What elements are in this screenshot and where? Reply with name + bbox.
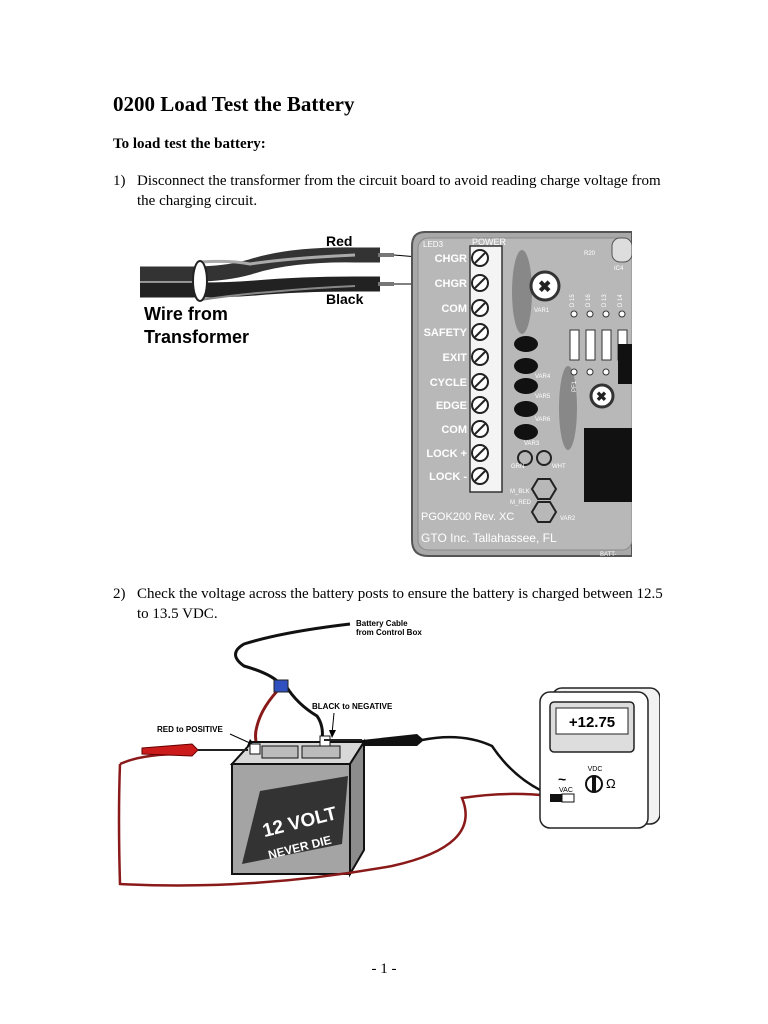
svg-text:VAR4: VAR4 (535, 374, 551, 380)
board-maker-text: GTO Inc. Tallahassee, FL (421, 531, 557, 545)
vac-label: VAC (559, 787, 573, 794)
component-labels: VAR1 D 15 D 16 D 13 D 14 VAR4 VAR5 VAR6 … (510, 251, 624, 558)
positive-terminal (249, 743, 261, 755)
transformer-label: Transformer (144, 327, 249, 347)
svg-text:R20: R20 (584, 251, 596, 257)
vdc-label: VDC (588, 766, 603, 773)
multimeter-reading: +12.75 (569, 714, 615, 731)
black-cable (284, 685, 324, 741)
battery-cable-label: Battery Cable (356, 619, 408, 628)
red-test-lead (117, 763, 551, 887)
red-probe (141, 743, 199, 757)
negative-arrowhead (329, 730, 336, 738)
svg-text:D 14: D 14 (618, 294, 624, 307)
led3-label: LED3 (423, 240, 444, 249)
red-cable (254, 684, 284, 747)
terminal-label: CHGR (435, 253, 467, 265)
control-box-label: from Control Box (356, 628, 422, 637)
step-text: Check the voltage across the battery pos… (137, 586, 663, 622)
wire-from-label: Wire from (144, 304, 228, 324)
transformer-wires (140, 247, 431, 302)
red-wire-label: Red (326, 233, 352, 249)
terminal-label: SAFETY (424, 327, 468, 339)
page-title: 0200 Load Test the Battery (113, 92, 355, 116)
red-positive-label: RED to POSITIVE (157, 725, 223, 734)
terminal-label: COM (441, 303, 467, 315)
svg-text:VAR3: VAR3 (524, 441, 540, 447)
connector (611, 237, 632, 263)
battery-test-figure: Battery Cable from Control Box BLACK to … (117, 619, 660, 887)
multimeter: +12.75 VDC ~ VAC Ω (539, 687, 660, 829)
svg-text:VAR1: VAR1 (534, 308, 550, 314)
step-text: Disconnect the transformer from the circ… (137, 173, 661, 209)
relay (584, 428, 632, 502)
svg-text:VAR6: VAR6 (535, 417, 551, 423)
step-1: 1) Disconnect the transformer from the c… (113, 171, 673, 211)
tilde-symbol: ~ (558, 771, 566, 787)
terminal-label: CHGR (435, 278, 467, 290)
svg-text:M_RED: M_RED (510, 500, 532, 506)
trimmer-pot (589, 383, 615, 409)
dial-pointer (592, 776, 596, 792)
svg-text:BATT-: BATT- (600, 552, 617, 558)
ohm-symbol: Ω (606, 776, 616, 791)
svg-text:D 16: D 16 (586, 294, 592, 307)
wire-post-wht (536, 450, 552, 466)
svg-text:M_BLK: M_BLK (510, 489, 530, 495)
circuit-board: LED3 POWER CHGR CHGR COM SAFETY EXIT CYC… (411, 231, 632, 558)
hex-post (530, 501, 558, 523)
capacitor (559, 366, 577, 450)
varistors (514, 336, 538, 440)
terminal-label: CYCLE (430, 377, 467, 389)
terminal-label: EDGE (436, 400, 467, 412)
svg-text:PF1: PF1 (572, 380, 578, 392)
terminal-label: EXIT (443, 352, 468, 364)
svg-text:GRN: GRN (511, 464, 524, 470)
page-number: - 1 - (371, 961, 397, 977)
terminal-label: LOCK + (426, 448, 467, 460)
step-2: 2) Check the voltage across the battery … (113, 584, 673, 624)
step-number: 2) (113, 586, 126, 602)
section-subheading: To load test the battery: (113, 136, 266, 152)
power-label: POWER (472, 237, 507, 247)
trimmer-x: ✖ (538, 279, 551, 296)
terminal-label: LOCK - (429, 471, 467, 483)
black-wire-label: Black (326, 291, 364, 307)
step-number: 1) (113, 173, 126, 189)
cable-connector (273, 679, 289, 693)
transformer-board-figure: Red Black Wire from Transformer LED3 POW… (140, 231, 632, 558)
trimmer-pot (529, 270, 561, 302)
terminal-screws (471, 249, 489, 485)
svg-text:D 13: D 13 (602, 294, 608, 307)
black-negative-label: BLACK to NEGATIVE (312, 702, 393, 711)
probe-jack (550, 794, 562, 802)
board-model-text: PGOK200 Rev. XC (421, 511, 514, 523)
svg-text:D 15: D 15 (570, 294, 576, 307)
battery: 12 VOLT NEVER DIE (229, 735, 366, 878)
svg-text:VAR2: VAR2 (560, 516, 576, 522)
svg-text:IC4: IC4 (614, 266, 624, 272)
trimmer-x: ✖ (596, 389, 607, 404)
ic-chip (618, 344, 632, 384)
black-test-lead (421, 735, 543, 793)
svg-text:WHT: WHT (552, 464, 566, 470)
capacitor (512, 250, 532, 334)
probe-jack (561, 793, 575, 803)
terminal-labels: CHGR CHGR COM SAFETY EXIT CYCLE EDGE COM… (424, 253, 468, 483)
wire-post-grn (517, 450, 533, 466)
control-box-cable (234, 622, 351, 686)
positive-pointer (229, 733, 253, 745)
black-probe (362, 734, 424, 746)
terminal-label: COM (441, 424, 467, 436)
hex-post (530, 478, 558, 500)
svg-text:VAR5: VAR5 (535, 394, 551, 400)
